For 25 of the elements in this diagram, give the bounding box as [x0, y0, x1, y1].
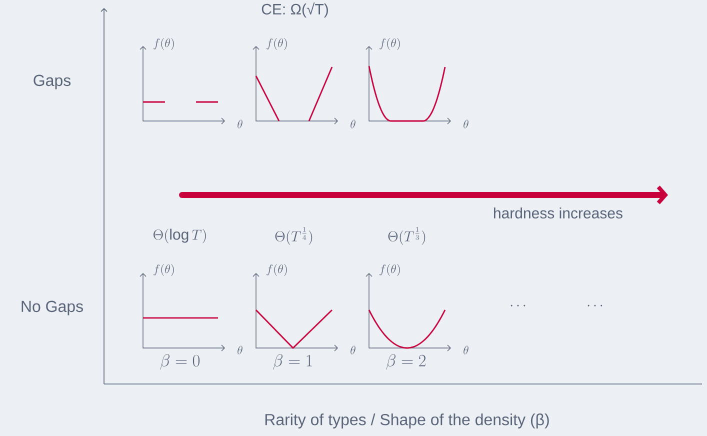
complexity-label: $\Theta(T^{\frac{1}{3}})$ [388, 226, 426, 245]
axis-label: $f(\theta)$ [266, 264, 287, 276]
beta-label: $\beta = 1$ [273, 354, 312, 370]
row-label: No Gaps [22, 300, 83, 316]
ellipsis: $\cdots$ [588, 304, 602, 306]
complexity-label: $\Theta(T^{\frac{1}{4}})$ [275, 226, 312, 245]
axis-label: $f(\theta)$ [154, 264, 174, 276]
beta-label: $\beta = 0$ [160, 354, 200, 370]
axis-label: $\theta$ [350, 346, 356, 354]
axis-label: $f(\theta)$ [380, 38, 400, 50]
row-label: Gaps [34, 74, 71, 90]
axis-label: $f(\theta)$ [266, 38, 287, 50]
beta-label: $\beta = 2$ [386, 354, 426, 370]
arrow-label: hardness increases [494, 207, 622, 218]
axis-label: $\theta$ [238, 120, 242, 128]
axis-label: $f(\theta)$ [154, 38, 174, 50]
axis-label: $\theta$ [464, 120, 468, 128]
axis-label: $\theta$ [350, 120, 356, 128]
axis-label: $\theta$ [238, 346, 242, 354]
axis-title: Rarity of types / Shape of the density (β) [265, 414, 549, 428]
axis-label: $f(\theta)$ [380, 264, 400, 276]
axis-label: $\theta$ [464, 346, 468, 354]
complexity-label: $\Theta(\log T)$ [154, 228, 206, 244]
ellipsis: $\cdots$ [510, 304, 526, 306]
plot-title: CE: Ω(√T) [262, 2, 328, 18]
